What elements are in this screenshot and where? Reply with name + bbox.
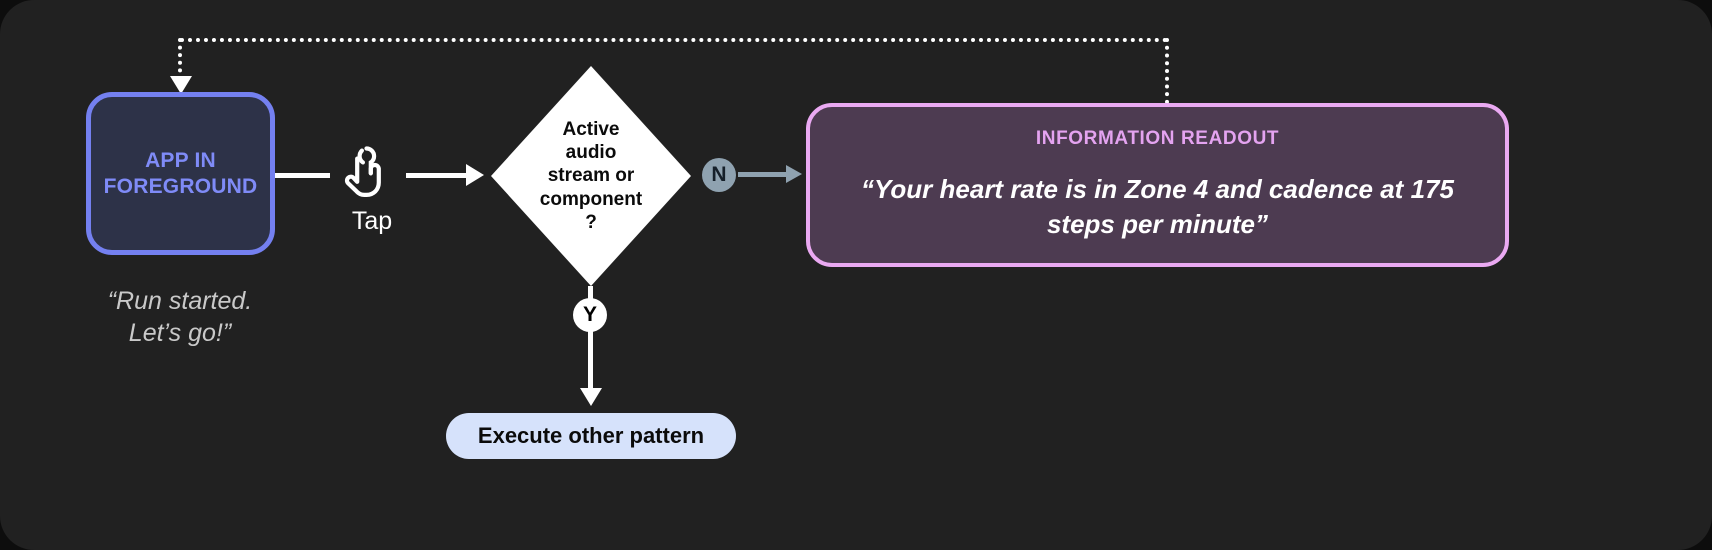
decision-label-line5: ?	[585, 212, 597, 234]
feedback-dotted-right	[1165, 38, 1169, 104]
readout-title: INFORMATION READOUT	[1035, 128, 1280, 150]
feedback-dotted-top	[180, 38, 1168, 42]
feedback-dotted-left	[178, 38, 182, 80]
decision-label-line2: audio	[565, 141, 617, 163]
node-app-caption: “Run started. Let’s go!”	[60, 285, 300, 349]
connector-app-to-tap	[275, 173, 330, 178]
readout-arrowhead-icon	[786, 165, 802, 183]
decision-label-line3: stream or	[547, 165, 635, 187]
connector-yes-to-execute	[588, 330, 593, 392]
decision-label-line4: component	[539, 188, 643, 210]
execute-label: Execute other pattern	[477, 423, 705, 448]
node-app-caption-line1: “Run started.	[107, 287, 253, 315]
branch-badge-yes: Y	[573, 298, 607, 332]
tap-gesture-icon	[344, 145, 396, 205]
node-app-in-foreground[interactable]: APP IN FOREGROUND	[86, 92, 275, 255]
connector-no-to-readout	[738, 172, 790, 177]
readout-body: “Your heart rate is in Zone 4 and cadenc…	[848, 172, 1468, 241]
node-decision[interactable]: Active audio stream or component ?	[491, 66, 691, 286]
connector-tap-to-decision	[406, 173, 468, 178]
connector-decision-to-yes	[588, 286, 593, 300]
readout-body-line1: “Your heart rate is in Zone 4 and cadenc…	[861, 174, 1404, 205]
node-app-caption-line2: Let’s go!”	[128, 319, 232, 347]
readout-body-line2: 175 steps per minute”	[1046, 174, 1454, 239]
feedback-arrowhead-icon	[170, 76, 192, 94]
execute-arrowhead-icon	[580, 388, 602, 406]
tap-gesture-label: Tap	[351, 207, 393, 235]
decision-label-line1: Active	[562, 118, 620, 140]
decision-label: Active audio stream or component ?	[509, 66, 673, 286]
node-app-label-line1: APP IN	[145, 148, 216, 172]
node-app-label-line2: FOREGROUND	[103, 174, 258, 198]
branch-badge-no: N	[702, 158, 736, 192]
node-information-readout[interactable]: INFORMATION READOUT “Your heart rate is …	[806, 103, 1509, 267]
node-execute-other-pattern[interactable]: Execute other pattern	[446, 413, 736, 459]
node-app-label: APP IN FOREGROUND	[104, 148, 258, 199]
decision-arrowhead-icon	[466, 164, 484, 186]
